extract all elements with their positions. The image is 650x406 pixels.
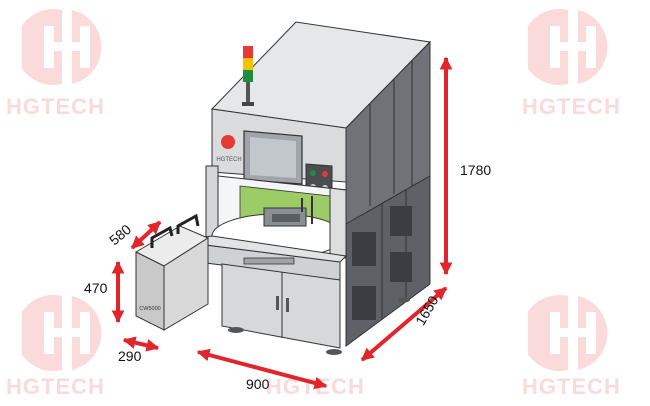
width-dimension-arrow <box>196 348 328 390</box>
chiller-unit: CW5000 <box>134 213 210 331</box>
chiller-label: CW5000 <box>139 306 160 312</box>
signal-light-yellow <box>243 58 253 70</box>
watermark-logo-top-right <box>528 9 608 85</box>
control-button-2 <box>322 171 328 177</box>
chiller-depth-dimension-arrow <box>130 220 162 250</box>
chiller-width-dimension-arrow <box>122 336 160 352</box>
front-logo-text: HGTECH <box>216 157 241 163</box>
signal-tower <box>242 46 254 106</box>
width-dimension-label: 900 <box>246 376 270 392</box>
lower-cabinet <box>221 263 341 349</box>
signal-light-red <box>243 46 253 58</box>
signal-light-green <box>243 70 253 82</box>
chiller-height-dimension-label: 470 <box>84 280 108 296</box>
watermark-text-bottom-right: HGTECH <box>522 374 621 399</box>
watermark-text-bottom-left: HGTECH <box>6 374 105 399</box>
height-dimension-label: 1780 <box>460 162 492 178</box>
watermark-logo-bottom-right <box>528 295 608 371</box>
front-logo-icon <box>221 135 235 149</box>
control-button-1 <box>310 170 316 176</box>
watermark-text-top-right: HGTECH <box>522 94 621 119</box>
dimension-arrows <box>111 56 453 390</box>
watermark-text-top-left: HGTECH <box>6 94 105 119</box>
depth-dimension-arrow <box>360 286 448 362</box>
watermark-logo-bottom-left <box>22 295 102 371</box>
watermark-logo-top-left <box>22 9 102 85</box>
machine-body: HGTECH <box>197 21 432 355</box>
chiller-width-dimension-label: 290 <box>118 348 142 364</box>
